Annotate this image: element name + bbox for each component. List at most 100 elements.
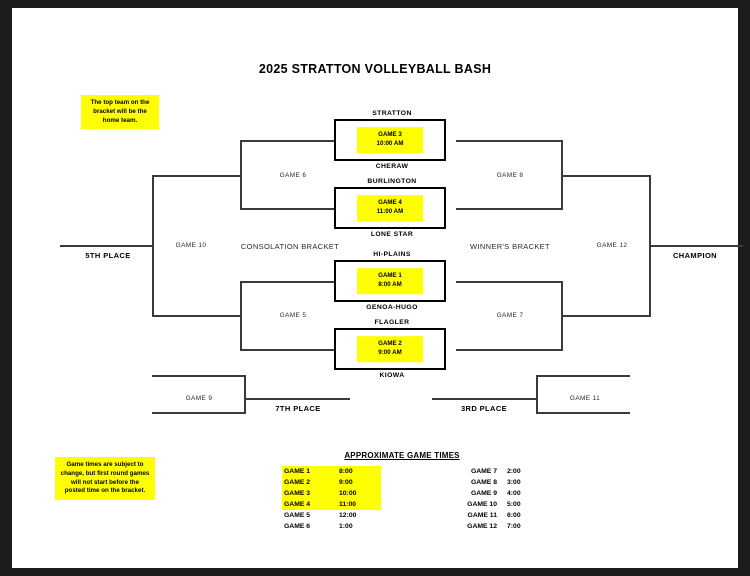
game9-spine	[244, 375, 246, 414]
game8-stem	[561, 175, 575, 177]
third-place-stem	[432, 398, 538, 400]
game-times-heading: APPROXIMATE GAME TIMES	[344, 451, 460, 460]
game-time-game: GAME 3	[284, 490, 311, 497]
game-time-row: GAME 6 1:00	[282, 521, 381, 532]
game-time-game: GAME 12	[467, 523, 497, 530]
game3-right-stub	[456, 140, 472, 142]
game-time-game: GAME 11	[467, 512, 497, 519]
game8-label: GAME 8	[496, 172, 524, 179]
game2-time: 9:00 AM	[378, 349, 402, 357]
game3-bottom-team: CHERAW	[375, 163, 409, 170]
game11-bottom-line	[536, 412, 630, 414]
game11-top-line	[536, 375, 630, 377]
game-time-value: 6:00	[507, 512, 521, 519]
game7-top-line	[457, 281, 563, 283]
game7-stem	[561, 315, 575, 317]
game5-label: GAME 5	[279, 312, 307, 319]
game6-label: GAME 6	[279, 172, 307, 179]
fifth-place-stem	[60, 245, 154, 247]
game-box-game1[interactable]: HI-PLAINS GAME 1 8:00 AM GENOA-HUGO	[334, 251, 446, 311]
game9-top-line	[152, 375, 246, 377]
game-box-game3[interactable]: STRATTON GAME 3 10:00 AM CHERAW	[334, 110, 446, 170]
game10-bottom-line	[152, 315, 230, 317]
game1-detail: GAME 1 8:00 AM	[357, 268, 423, 294]
game5-top-line	[240, 281, 346, 283]
consolation-bracket-label: CONSOLATION BRACKET	[240, 242, 340, 251]
game5-bottom-line	[240, 349, 346, 351]
game-time-row: GAME 3 10:00	[282, 488, 381, 499]
champion-stem	[649, 245, 743, 247]
note-game-times: Game times are subject to change, but fi…	[55, 457, 155, 501]
game3-top-team: STRATTON	[372, 110, 412, 117]
game5-stem	[228, 315, 242, 317]
game7-bottom-line	[457, 349, 563, 351]
game8-bottom-line	[457, 208, 563, 210]
game12-top-line	[573, 175, 651, 177]
game-time-value: 12:00	[339, 512, 357, 519]
game-time-game: GAME 4	[284, 501, 311, 508]
game1-top-team: HI-PLAINS	[373, 251, 411, 258]
game-box-game4[interactable]: BURLINGTON GAME 4 11:00 AM LONE STAR	[334, 178, 446, 238]
game3-label: GAME 3	[378, 131, 402, 139]
game-time-game: GAME 2	[284, 479, 311, 486]
game3-detail: GAME 3 10:00 AM	[357, 127, 423, 153]
game10-label: GAME 10	[175, 242, 207, 249]
game-time-value: 1:00	[339, 523, 353, 530]
game-time-value: 10:00	[339, 490, 357, 497]
game4-detail: GAME 4 11:00 AM	[357, 195, 423, 221]
game8-top-line	[457, 140, 563, 142]
champion-label: CHAMPION	[672, 251, 718, 260]
game4-right-stub	[456, 208, 472, 210]
game4-label: GAME 4	[378, 199, 402, 207]
game4-top-team: BURLINGTON	[367, 178, 417, 185]
seventh-place-label: 7TH PLACE	[275, 404, 321, 413]
game-time-game: GAME 8	[470, 479, 497, 486]
game9-label: GAME 9	[185, 395, 213, 402]
game12-label: GAME 12	[596, 242, 628, 249]
game7-label: GAME 7	[496, 312, 524, 319]
game6-stem	[228, 175, 242, 177]
fifth-place-label: 5TH PLACE	[85, 251, 131, 260]
game-time-row: GAME 5 12:00	[282, 510, 381, 521]
game1-bottom-team: GENOA-HUGO	[366, 304, 418, 311]
game4-bottom-team: LONE STAR	[370, 231, 414, 238]
game6-top-line	[240, 140, 346, 142]
game-time-value: 8:00	[339, 468, 353, 475]
seventh-place-stem	[244, 398, 350, 400]
game-time-game: GAME 7	[470, 468, 497, 475]
game-time-game: GAME 9	[470, 490, 497, 497]
game2-detail: GAME 2 9:00 AM	[357, 336, 423, 362]
game-time-row: GAME 7 2:00	[442, 466, 549, 477]
winners-bracket-label: WINNER'S BRACKET	[470, 242, 550, 251]
game1-label: GAME 1	[378, 272, 402, 280]
game2-top-team: FLAGLER	[374, 319, 410, 326]
game4-time: 11:00 AM	[376, 208, 404, 216]
game3-time: 10:00 AM	[376, 140, 404, 148]
game-box-game2[interactable]: FLAGLER GAME 2 9:00 AM KIOWA	[334, 319, 446, 379]
game-time-game: GAME 6	[284, 523, 311, 530]
game2-label: GAME 2	[378, 340, 402, 348]
game11-spine	[536, 375, 538, 414]
game12-bottom-line	[573, 315, 651, 317]
game-time-row: GAME 8 3:00	[442, 477, 549, 488]
game-time-value: 2:00	[507, 468, 521, 475]
game1-time: 8:00 AM	[378, 281, 402, 289]
third-place-label: 3RD PLACE	[460, 404, 508, 413]
game-time-value: 3:00	[507, 479, 521, 486]
game10-top-line	[152, 175, 230, 177]
game2-bottom-team: KIOWA	[379, 372, 405, 379]
game1-right-stub	[456, 281, 472, 283]
game-time-game: GAME 5	[284, 512, 311, 519]
game-time-row: GAME 11 6:00	[442, 510, 549, 521]
game-time-value: 5:00	[507, 501, 521, 508]
page-title: 2025 STRATTON VOLLEYBALL BASH	[258, 62, 492, 76]
note-home-team: The top team on the bracket will be the …	[81, 95, 159, 130]
game2-right-stub	[456, 349, 472, 351]
